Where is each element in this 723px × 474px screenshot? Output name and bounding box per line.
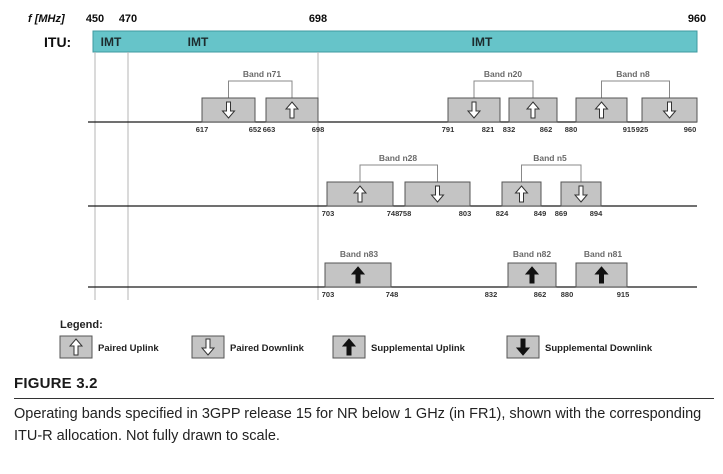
band-name-label: Band n8 bbox=[616, 69, 650, 79]
frequency-edge-label: 880 bbox=[565, 125, 578, 134]
frequency-edge-label: 703 bbox=[322, 290, 335, 299]
legend-label: Supplemental Uplink bbox=[371, 343, 466, 354]
filled-up-arrow-icon bbox=[350, 266, 366, 284]
frequency-edge-label: 617 bbox=[196, 125, 209, 134]
band-name-label: Band n5 bbox=[533, 153, 567, 163]
outline-up-arrow-icon bbox=[352, 185, 368, 203]
frequency-tick-450: 450 bbox=[86, 13, 104, 25]
frequency-edge-label: 652 bbox=[249, 125, 262, 134]
frequency-edge-label: 703 bbox=[322, 209, 335, 218]
frequency-edge-label: 821 bbox=[482, 125, 495, 134]
frequency-edge-label: 758 bbox=[399, 209, 412, 218]
band-pairing-bracket bbox=[473, 80, 534, 98]
frequency-edge-label: 832 bbox=[485, 290, 498, 299]
figure-number: FIGURE 3.2 bbox=[14, 375, 98, 392]
imt-segment-label: IMT bbox=[472, 35, 493, 49]
legend-label: Supplemental Downlink bbox=[545, 343, 653, 354]
frequency-tick-960: 960 bbox=[688, 13, 706, 25]
legend-label: Paired Downlink bbox=[230, 343, 305, 354]
frequency-edge-label: 869 bbox=[555, 209, 568, 218]
frequency-edge-label: 915 bbox=[617, 290, 630, 299]
frequency-edge-label: 915 bbox=[623, 125, 636, 134]
band-name-label: Band n20 bbox=[484, 69, 523, 79]
outline-down-arrow-icon bbox=[466, 101, 482, 119]
outline-down-arrow-icon bbox=[200, 338, 216, 356]
frequency-edge-label: 663 bbox=[263, 125, 276, 134]
filled-down-arrow-icon bbox=[515, 338, 531, 356]
frequency-edge-label: 698 bbox=[312, 125, 325, 134]
frequency-edge-label: 960 bbox=[684, 125, 697, 134]
frequency-edge-label: 748 bbox=[387, 209, 400, 218]
band-name-label: Band n71 bbox=[243, 69, 282, 79]
outline-up-arrow-icon bbox=[68, 338, 84, 356]
filled-up-arrow-icon bbox=[341, 338, 357, 356]
frequency-axis-label: f [MHz] bbox=[28, 13, 65, 25]
frequency-edge-label: 791 bbox=[442, 125, 455, 134]
outline-down-arrow-icon bbox=[430, 185, 445, 203]
figure-caption: Operating bands specified in 3GPP releas… bbox=[14, 406, 702, 444]
imt-segment-label: IMT bbox=[188, 35, 209, 49]
frequency-tick-698: 698 bbox=[309, 13, 327, 25]
outline-up-arrow-icon bbox=[525, 101, 541, 119]
frequency-edge-label: 894 bbox=[590, 209, 603, 218]
frequency-edge-label: 748 bbox=[386, 290, 399, 299]
legend-label: Paired Uplink bbox=[98, 343, 159, 354]
band-name-label: Band n81 bbox=[584, 249, 623, 259]
band-pairing-bracket bbox=[601, 80, 670, 98]
frequency-edge-label: 862 bbox=[534, 290, 547, 299]
outline-up-arrow-icon bbox=[514, 185, 529, 203]
outline-down-arrow-icon bbox=[662, 101, 677, 119]
outline-up-arrow-icon bbox=[284, 101, 300, 119]
band-name-label: Band n82 bbox=[513, 249, 552, 259]
outline-down-arrow-icon bbox=[573, 185, 589, 203]
band-name-label: Band n28 bbox=[379, 153, 418, 163]
band-name-label: Band n83 bbox=[340, 249, 379, 259]
imt-allocation-bar bbox=[92, 30, 698, 53]
legend-title: Legend: bbox=[60, 319, 103, 331]
frequency-edge-label: 824 bbox=[496, 209, 509, 218]
caption-divider bbox=[14, 398, 714, 399]
frequency-edge-label: 803 bbox=[459, 209, 472, 218]
outline-up-arrow-icon bbox=[594, 101, 609, 119]
frequency-edge-label: 925 bbox=[636, 125, 649, 134]
itu-label: ITU: bbox=[44, 34, 71, 50]
band-pairing-bracket bbox=[359, 164, 438, 182]
band-pairing-bracket bbox=[228, 80, 293, 98]
band-pairing-bracket bbox=[521, 164, 582, 182]
imt-segment-label: IMT bbox=[101, 35, 122, 49]
frequency-edge-label: 832 bbox=[503, 125, 516, 134]
frequency-tick-470: 470 bbox=[119, 13, 137, 25]
filled-up-arrow-icon bbox=[524, 266, 540, 284]
outline-down-arrow-icon bbox=[221, 101, 236, 119]
frequency-edge-label: 862 bbox=[540, 125, 553, 134]
frequency-edge-label: 880 bbox=[561, 290, 574, 299]
frequency-edge-label: 849 bbox=[534, 209, 547, 218]
filled-up-arrow-icon bbox=[594, 266, 609, 284]
